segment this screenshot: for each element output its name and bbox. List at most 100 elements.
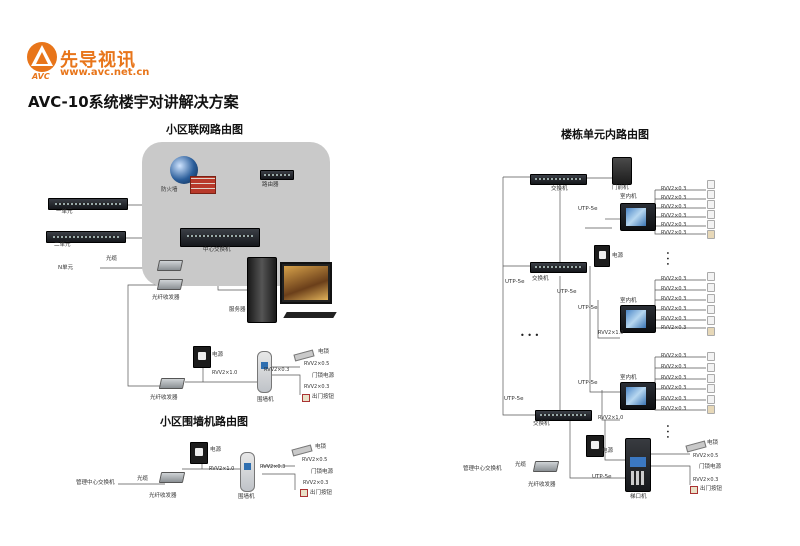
monitor-icon [280,262,332,304]
guard-unit-label: 围墙机 [257,397,274,403]
rvv-sensor-label: RVV2×0.3 [661,385,687,391]
power-label: 电源 [210,447,222,453]
building-switch-icon [530,174,587,185]
rvv-sensor-label: RVV2×0.3 [661,222,687,228]
rvv-lock-label: RVV2×0.3 [264,367,290,373]
core-switch-icon [180,228,260,247]
fiber-converter-icon [156,260,184,271]
converter-label: 光纤收发器 [149,493,177,499]
camera-icon [707,384,715,393]
rvv-sensor-label: RVV2×0.3 [661,213,687,219]
rvv-lock-label: RVV2×0.3 [260,464,286,470]
rvv-power-label: RVV2×1.0 [598,415,624,421]
indoor-monitor-icon [620,305,656,333]
rvv-sensor-label: RVV2×0.3 [661,276,687,282]
power-label: 电源 [212,352,224,358]
rvv-sensor-label: RVV2×0.3 [661,186,687,192]
rvv-03-label: RVV2×0.3 [304,384,330,390]
section-title-building: 楼栋单元内路由图 [561,128,649,141]
more-floors-dots: • • • [663,424,671,439]
rvv-sensor-label: RVV2×0.3 [661,316,687,322]
indoor-monitor-icon [620,203,656,231]
utp-label: UTP-5e [592,474,612,480]
alarm-icon [707,220,715,229]
pir-sensor-icon [707,190,715,199]
rvv-sensor-label: RVV2×0.3 [661,204,687,210]
firewall-icon [190,176,216,194]
front-door-unit-icon [612,157,632,185]
converter-label: 光纤收发器 [528,482,556,488]
smoke-detector-icon [707,272,715,281]
power-supply-icon [586,435,604,457]
utp-label: UTP-5e [504,396,524,402]
fiber-converter-icon [158,378,186,389]
rvv-sensor-label: RVV2×0.3 [661,364,687,370]
keyboard-icon [283,312,337,318]
utp-label: UTP-5e [578,305,598,311]
exit-button-label: 出门按钮 [312,394,335,400]
rvv-sensor-label: RVV2×0.3 [661,325,687,331]
logo-icon [27,42,57,72]
exit-button-icon [300,489,308,497]
indoor-label: 室内机 [620,375,637,381]
monitor-screen [284,266,328,300]
switch-label: 交换机 [551,186,568,192]
rvv-05-label: RVV2×0.5 [302,457,328,463]
lock-power-label: 门锁电源 [312,373,335,379]
door-station-icon [625,438,651,492]
firewall-label: 防火墙 [161,187,178,193]
wall-unit-icon [240,452,255,492]
unit1-label: 一单元 [56,209,73,215]
logo-text: AVC [32,72,50,81]
brand-logo [24,40,64,80]
unit2-switch-icon [46,231,126,243]
guard-unit-screen [261,362,268,369]
switch-label: 交换机 [533,421,550,427]
fiber-converter-icon [158,472,186,483]
rvv-05-label: RVV2×0.5 [304,361,330,367]
door-station-label: 梯口机 [630,494,647,500]
unitn-label: N单元 [58,265,74,271]
power-label: 电源 [612,253,624,259]
core-switch-label: 中心交换机 [203,247,231,253]
section-title-wall: 小区围墙机路由图 [160,415,248,428]
exit-button-icon [690,486,698,494]
pir-sensor-icon [707,363,715,372]
more-floors-dots: • • • [663,251,671,266]
section-title-community: 小区联网路由图 [166,123,243,136]
rvv-sensor-label: RVV2×0.3 [661,286,687,292]
rvv-03-label: RVV2×0.3 [303,480,329,486]
exit-button-label: 出门按钮 [700,486,723,492]
utp-label: UTP-5e [505,279,525,285]
emergency-button-icon [707,327,715,336]
rvv-05-label: RVV2×0.5 [693,453,719,459]
emergency-button-icon [707,405,715,414]
utp-label: UTP-5e [578,380,598,386]
lock-label: 电锁 [315,444,327,450]
camera-icon [707,305,715,314]
rvv-sensor-label: RVV2×0.3 [661,306,687,312]
server-tower-icon [247,257,277,323]
power-label: 电源 [602,448,614,454]
brand-name: 先导视讯 [60,50,136,71]
rvv-03-label: RVV2×0.3 [693,477,719,483]
rvv-sensor-label: RVV2×0.3 [661,353,687,359]
lock-label: 电锁 [707,440,719,446]
indoor-monitor-icon [620,382,656,410]
smoke-detector-icon [707,352,715,361]
router-icon [260,170,294,180]
lock-power-label: 门锁电源 [699,464,722,470]
rvv-sensor-label: RVV2×0.3 [661,406,687,412]
exit-button-icon [302,394,310,402]
rvv-power-label: RVV2×1.0 [209,466,235,472]
center-switch-label: 管理中心交换机 [76,480,115,486]
indoor-label: 室内机 [620,194,637,200]
indoor-label: 室内机 [620,298,637,304]
emergency-button-icon [707,230,715,239]
wall-unit-label: 围墙机 [238,494,255,500]
server-label: 服务器 [229,307,246,313]
utp-label: UTP-5e [578,206,598,212]
unit2-label: 二单元 [54,242,71,248]
fiber-label: 光缆 [137,476,149,482]
